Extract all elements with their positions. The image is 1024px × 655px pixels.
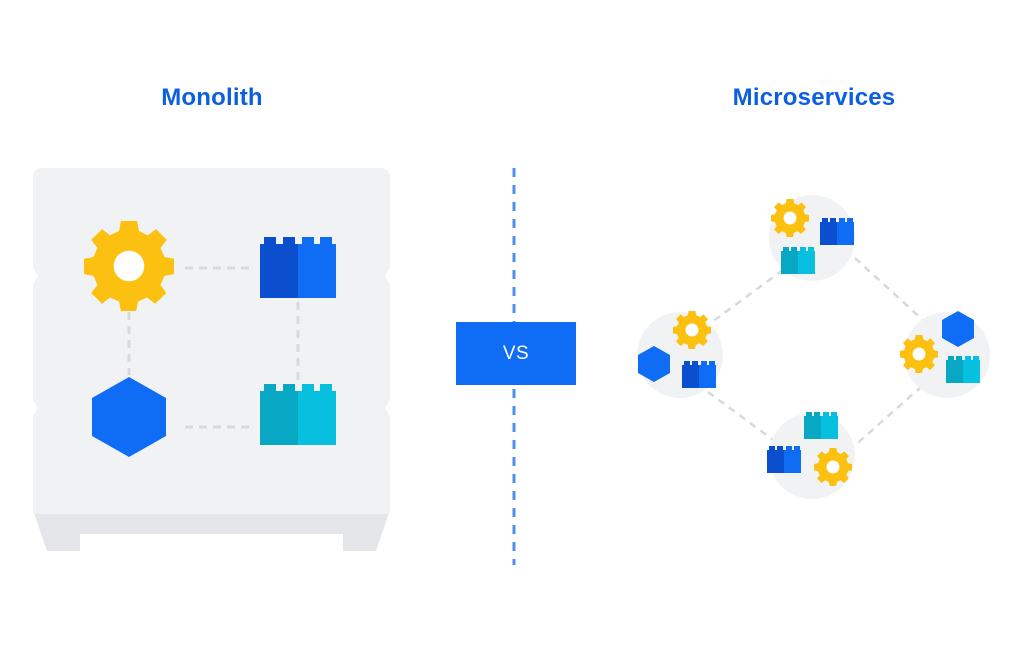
brick-icon (781, 247, 815, 274)
vs-label: VS (502, 342, 530, 364)
gear-icon (771, 199, 809, 237)
hexagon-icon (942, 311, 974, 347)
connector-line (851, 385, 923, 449)
brick-icon (260, 237, 336, 298)
microservices-title: Microservices (732, 84, 896, 111)
panel-body (33, 168, 390, 514)
panel-base (33, 510, 390, 551)
brick-icon (260, 384, 336, 445)
connector-line (711, 268, 784, 324)
brick-icon (946, 356, 980, 383)
brick-icon (682, 361, 716, 388)
brick-icon (804, 412, 838, 439)
gear-icon (900, 335, 938, 373)
gear-icon (814, 448, 852, 486)
gear-icon (84, 221, 174, 311)
brick-icon (767, 446, 801, 473)
connector-line (707, 390, 781, 447)
hexagon-icon (92, 377, 166, 457)
microservices-graph (637, 195, 990, 499)
monolith-panel (33, 168, 390, 551)
brick-icon (820, 218, 854, 245)
hexagon-icon (638, 346, 670, 382)
monolith-title: Monolith (161, 84, 263, 111)
vs-label-box: VS (456, 322, 576, 385)
connector-line (854, 257, 926, 323)
gear-icon (673, 311, 711, 349)
